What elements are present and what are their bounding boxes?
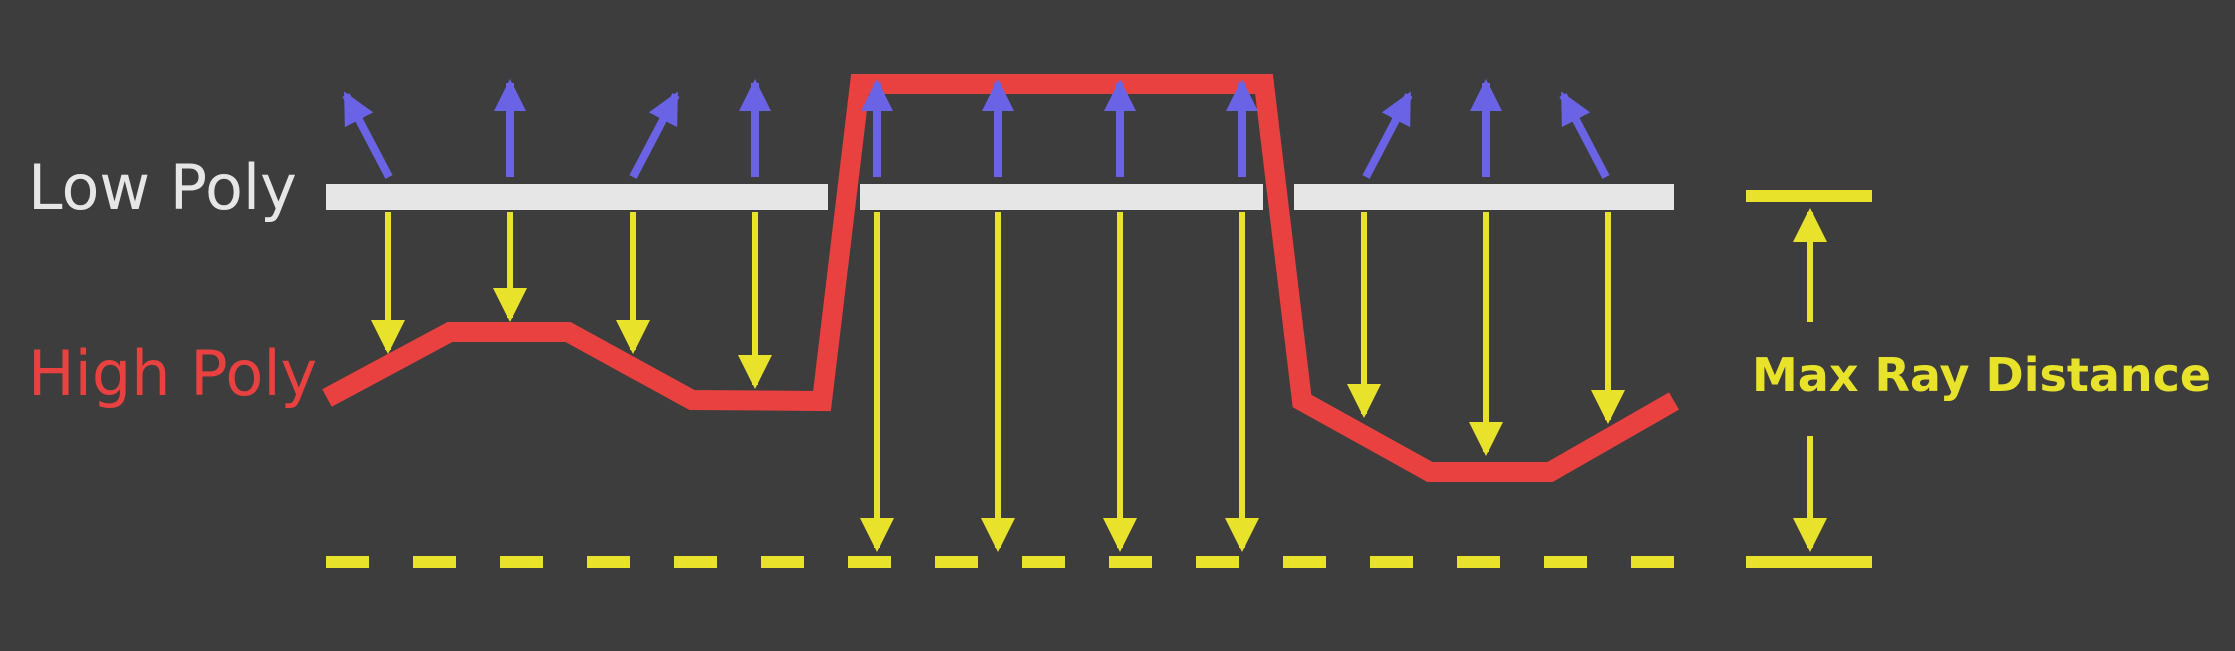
- normal-arrow: [629, 91, 680, 179]
- low-poly-surface: [326, 184, 1674, 210]
- low-poly-label: Low Poly: [28, 151, 297, 224]
- normal-arrow: [1559, 91, 1610, 179]
- ray-arrows: [371, 212, 1625, 552]
- low-poly-segment-middle: [860, 184, 1263, 210]
- normal-arrow: [1362, 91, 1413, 179]
- max-ray-distance-label: Max Ray Distance: [1752, 348, 2212, 402]
- high-poly-surface: [322, 74, 1679, 482]
- normal-arrow: [342, 91, 393, 179]
- low-poly-segment-left: [326, 184, 828, 210]
- high-poly-label: High Poly: [28, 337, 318, 410]
- normal-arrows: [342, 79, 1610, 179]
- low-poly-segment-right: [1294, 184, 1674, 210]
- max-ray-distance-dimension: [1746, 190, 1872, 568]
